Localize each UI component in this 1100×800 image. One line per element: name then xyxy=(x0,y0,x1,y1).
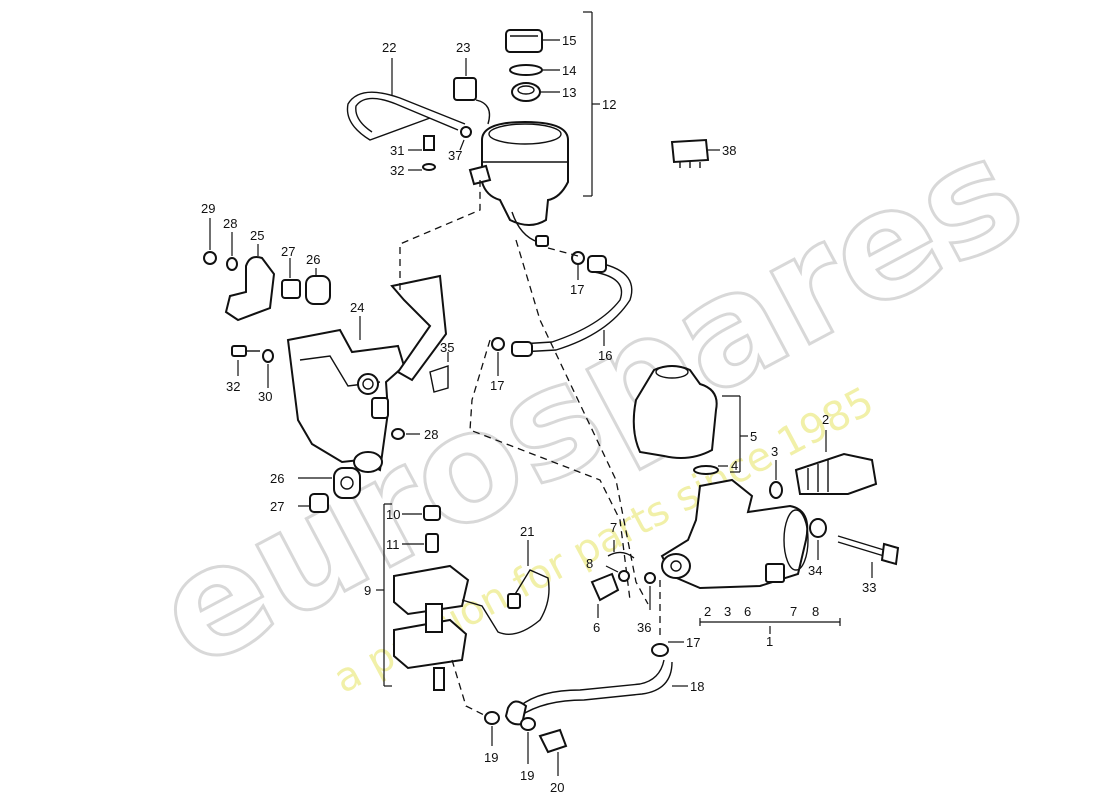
pipe-21 xyxy=(461,540,550,635)
label-part-34: 34 xyxy=(808,563,822,578)
washer-32 xyxy=(422,163,436,171)
label-part-23: 23 xyxy=(456,40,470,55)
label-part-18: 18 xyxy=(690,679,704,694)
label-part-12: 12 xyxy=(602,97,616,112)
watermark: eurospares a passion for parts since 198… xyxy=(129,102,1051,704)
nut-29 xyxy=(203,251,217,265)
label-part-29: 29 xyxy=(201,201,215,216)
label-part-16: 16 xyxy=(598,348,612,363)
banjo-fitting-group xyxy=(590,540,656,618)
label-part-19-right: 19 xyxy=(520,768,534,783)
label-part-35: 35 xyxy=(440,340,454,355)
return-hose-group xyxy=(346,58,491,171)
label-subpart-6: 6 xyxy=(744,604,751,619)
bolt-20 xyxy=(538,728,568,754)
pressure-switch-2 xyxy=(769,430,878,499)
label-part-9: 9 xyxy=(364,583,371,598)
label-part-17-lower: 17 xyxy=(686,635,700,650)
mount-bracket-group xyxy=(203,218,331,322)
label-part-27-lower: 27 xyxy=(270,499,284,514)
label-part-27-upper: 27 xyxy=(281,244,295,259)
label-part-30: 30 xyxy=(258,389,272,404)
reservoir-body-12 xyxy=(481,120,569,226)
label-subpart-2: 2 xyxy=(704,604,711,619)
reservoir-assembly xyxy=(468,11,600,247)
cap-seal-14 xyxy=(509,64,543,76)
label-part-31: 31 xyxy=(390,143,404,158)
label-part-13: 13 xyxy=(562,85,576,100)
label-part-11: 11 xyxy=(386,537,400,552)
bolt-31 xyxy=(423,135,435,151)
label-part-26-upper: 26 xyxy=(306,252,320,267)
label-part-28-lower: 28 xyxy=(424,427,438,442)
bolt-33 xyxy=(880,542,900,566)
label-part-2: 2 xyxy=(822,412,829,427)
label-part-14: 14 xyxy=(562,63,576,78)
label-part-24: 24 xyxy=(350,300,364,315)
o-ring-4 xyxy=(693,465,719,475)
washer-37 xyxy=(460,126,472,138)
supply-hose-16 xyxy=(491,247,633,376)
washer-28 xyxy=(226,257,238,271)
label-part-33: 33 xyxy=(862,580,876,595)
hose-22 xyxy=(346,91,466,141)
label-part-26-lower: 26 xyxy=(270,471,284,486)
label-part-21: 21 xyxy=(520,524,534,539)
label-part-3: 3 xyxy=(771,444,778,459)
label-subpart-8: 8 xyxy=(812,604,819,619)
fitting-11 xyxy=(425,533,439,553)
label-part-28-upper: 28 xyxy=(223,216,237,231)
label-part-4: 4 xyxy=(731,458,738,473)
pump-unit-1 xyxy=(660,478,900,634)
label-part-15: 15 xyxy=(562,33,576,48)
label-part-20: 20 xyxy=(550,780,564,795)
part-number-labels: 1 2 3 4 5 6 7 8 9 10 11 12 13 14 15 16 1… xyxy=(201,33,876,795)
label-part-38: 38 xyxy=(722,143,736,158)
label-part-7: 7 xyxy=(610,520,617,535)
label-part-22: 22 xyxy=(382,40,396,55)
bracket-25 xyxy=(224,256,276,322)
mount-26 xyxy=(305,275,331,305)
pressure-hose-18 xyxy=(451,641,688,776)
label-part-32-lower: 32 xyxy=(226,379,240,394)
label-part-1: 1 xyxy=(766,634,773,649)
label-part-37: 37 xyxy=(448,148,462,163)
routing-line-a xyxy=(515,239,649,605)
plug-10 xyxy=(423,505,441,521)
label-part-10: 10 xyxy=(386,507,400,522)
routing-line-b xyxy=(469,339,631,601)
label-part-17-upper: 17 xyxy=(570,282,584,297)
reservoir-cap-15 xyxy=(505,29,543,53)
washer-3 xyxy=(769,481,783,499)
bushing-27 xyxy=(281,279,301,299)
valve-block-9 xyxy=(376,503,470,691)
label-subpart-3: 3 xyxy=(724,604,731,619)
relay-38 xyxy=(670,138,720,168)
main-bracket-24 xyxy=(231,180,481,513)
clip-23 xyxy=(453,77,477,101)
label-part-36: 36 xyxy=(637,620,651,635)
label-part-32-upper: 32 xyxy=(390,163,404,178)
label-part-8: 8 xyxy=(586,556,593,571)
label-part-6: 6 xyxy=(593,620,600,635)
label-part-25: 25 xyxy=(250,228,264,243)
accumulator-5 xyxy=(632,365,748,475)
washer-34 xyxy=(809,518,827,538)
label-part-17-mid: 17 xyxy=(490,378,504,393)
label-part-5: 5 xyxy=(750,429,757,444)
label-part-19-left: 19 xyxy=(484,750,498,765)
label-subpart-7: 7 xyxy=(790,604,797,619)
